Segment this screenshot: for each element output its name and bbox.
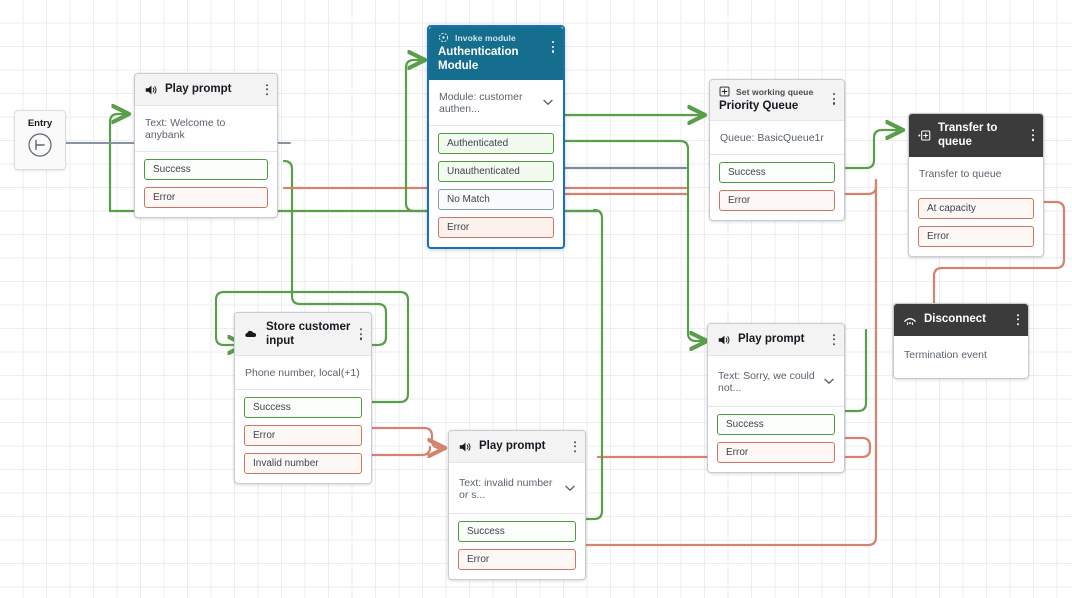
port-success[interactable]: Success (244, 397, 362, 419)
node-header: Play prompt (135, 74, 277, 106)
port-invalid-number[interactable]: Invalid number (244, 453, 362, 475)
node-menu-button[interactable] (831, 91, 837, 107)
node-title: Disconnect (924, 313, 986, 326)
disconnect-icon (903, 313, 917, 327)
node-description-row: Termination event (904, 349, 1018, 361)
node-description-row[interactable]: Text: invalid number or s... (459, 477, 575, 501)
port-error[interactable]: Error (244, 425, 362, 447)
node-menu-button[interactable] (831, 332, 837, 348)
node-title: Authentication Module (438, 46, 519, 73)
port-success[interactable]: Success (458, 521, 576, 542)
node-ports: Success Error (449, 513, 585, 579)
entry-label: Entry (27, 117, 53, 129)
node-ports: Authenticated Unauthenticated No Match E… (429, 125, 563, 247)
port-success[interactable]: Success (144, 159, 268, 180)
node-ports: Success Error (710, 154, 844, 220)
node-description: Text: Sorry, we could not... (718, 370, 815, 394)
node-type-label: Set working queue (736, 86, 814, 97)
node-header: Store customer input (235, 313, 371, 357)
node-body: Phone number, local(+1) (235, 356, 371, 389)
node-description: Module: customer authen... (439, 91, 523, 116)
node-description-row[interactable]: Text: Sorry, we could not... (718, 370, 834, 394)
node-menu-button[interactable] (358, 326, 364, 342)
node-menu-button[interactable] (1015, 312, 1021, 328)
node-menu-button[interactable] (1030, 127, 1036, 143)
port-error[interactable]: Error (144, 187, 268, 208)
node-title: Play prompt (738, 333, 805, 346)
speaker-icon (458, 440, 472, 454)
node-header: Set working queue Priority Queue (710, 80, 844, 122)
node-title: Transfer to queue (938, 122, 998, 149)
store-input-icon (244, 327, 259, 342)
node-play-prompt-invalid[interactable]: Play prompt Text: invalid number or s...… (448, 430, 586, 580)
port-success[interactable]: Success (719, 162, 835, 184)
node-description-row: Text: Welcome to anybank (145, 117, 267, 141)
node-ports: Success Error (135, 151, 277, 217)
node-invoke-module-authentication[interactable]: Invoke module Authentication Module Modu… (427, 25, 565, 250)
transfer-queue-icon (918, 129, 931, 142)
node-menu-button[interactable] (572, 439, 578, 455)
node-header: Play prompt (708, 324, 844, 356)
speaker-icon (717, 333, 731, 347)
node-ports: Success Error Invalid number (235, 389, 371, 483)
node-description: Queue: BasicQueue1r (720, 132, 824, 145)
speaker-icon (144, 83, 158, 97)
node-description: Text: invalid number or s... (459, 477, 553, 501)
node-ports: Success Error (708, 406, 844, 472)
node-play-prompt-welcome[interactable]: Play prompt Text: Welcome to anybank Suc… (134, 73, 278, 218)
node-description-row[interactable]: Module: customer authen... (439, 91, 553, 115)
entry-point-icon (27, 132, 53, 163)
chevron-down-icon[interactable] (824, 377, 834, 388)
node-description-row: Queue: BasicQueue1r (720, 132, 834, 144)
node-description: Phone number, local(+1) (245, 367, 360, 380)
node-description: Termination event (904, 349, 987, 361)
port-error[interactable]: Error (458, 549, 576, 570)
chevron-down-icon[interactable] (565, 484, 575, 495)
node-menu-button[interactable] (264, 82, 270, 98)
node-store-customer-input[interactable]: Store customer input Phone number, local… (234, 312, 372, 485)
node-transfer-to-queue[interactable]: Transfer to queue Transfer to queue At c… (908, 113, 1044, 258)
node-body: Module: customer authen... (429, 80, 563, 125)
entry-node[interactable]: Entry (14, 110, 66, 170)
port-unauthenticated[interactable]: Unauthenticated (438, 161, 554, 183)
node-body: Termination event (894, 336, 1028, 378)
port-error[interactable]: Error (438, 217, 554, 239)
node-menu-button[interactable] (550, 39, 556, 55)
node-set-working-queue-priority[interactable]: Set working queue Priority Queue Queue: … (709, 79, 845, 222)
port-error[interactable]: Error (717, 442, 835, 463)
node-title: Store customer input (266, 321, 351, 348)
node-header: Play prompt (449, 431, 585, 463)
node-title: Play prompt (479, 440, 546, 453)
port-success[interactable]: Success (717, 414, 835, 435)
node-description: Text: Welcome to anybank (145, 117, 226, 141)
port-no-match[interactable]: No Match (438, 189, 554, 211)
queue-icon (719, 86, 730, 97)
node-body: Text: invalid number or s... (449, 463, 585, 513)
node-description-row: Transfer to queue (919, 168, 1033, 180)
node-body: Text: Welcome to anybank (135, 106, 277, 151)
node-title: Play prompt (165, 83, 232, 96)
port-error[interactable]: Error (719, 190, 835, 212)
node-header: Invoke module Authentication Module (429, 27, 563, 81)
node-header: Transfer to queue (909, 114, 1043, 158)
node-title: Priority Queue (719, 100, 799, 112)
port-at-capacity[interactable]: At capacity (918, 198, 1034, 220)
node-header: Disconnect (894, 304, 1028, 336)
node-body: Text: Sorry, we could not... (708, 356, 844, 406)
node-disconnect[interactable]: Disconnect Termination event (893, 303, 1029, 379)
node-play-prompt-sorry[interactable]: Play prompt Text: Sorry, we could not...… (707, 323, 845, 473)
module-icon (438, 32, 449, 43)
node-ports: At capacity Error (909, 190, 1043, 256)
node-body: Queue: BasicQueue1r (710, 121, 844, 154)
node-body: Transfer to queue (909, 157, 1043, 190)
node-type-label: Invoke module (455, 32, 516, 43)
node-description: Transfer to queue (919, 168, 1002, 181)
port-authenticated[interactable]: Authenticated (438, 133, 554, 155)
node-description-row: Phone number, local(+1) (245, 367, 361, 379)
chevron-down-icon[interactable] (543, 98, 553, 109)
port-error[interactable]: Error (918, 226, 1034, 248)
